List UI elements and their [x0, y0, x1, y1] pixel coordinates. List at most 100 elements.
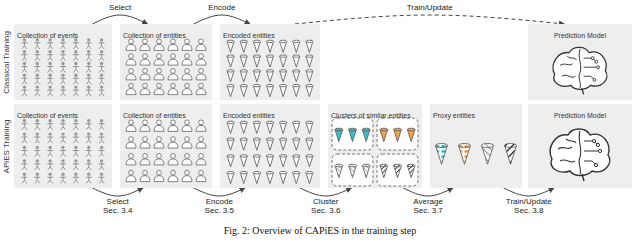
entity-head	[185, 120, 190, 125]
entity-cone	[253, 171, 260, 183]
event-head	[100, 38, 103, 41]
cone-body	[362, 130, 370, 142]
entity-cone	[306, 55, 313, 67]
cone-top	[436, 143, 448, 147]
entity-body	[140, 74, 150, 80]
entity-cone	[293, 40, 300, 52]
event-head	[74, 159, 77, 162]
entity-head	[143, 83, 148, 88]
cone-top	[482, 143, 494, 147]
entity-head	[199, 68, 204, 73]
cone-top	[293, 171, 300, 173]
panel-heading: Encoded entities	[220, 30, 278, 42]
cone-top	[306, 121, 313, 123]
event-head	[23, 146, 26, 149]
entity-body	[196, 74, 206, 80]
cone-body	[240, 139, 247, 150]
event-figure	[73, 176, 79, 183]
cone-top	[227, 55, 234, 57]
entity-cone	[253, 121, 260, 133]
event-head	[87, 159, 90, 162]
entity-body	[168, 176, 178, 182]
entity-head	[199, 153, 204, 158]
entity-body	[168, 44, 178, 50]
cone-top	[293, 138, 300, 140]
entity-cone	[280, 55, 287, 67]
cone-body	[349, 130, 357, 142]
entity-cone	[240, 40, 247, 52]
event-head	[23, 85, 26, 88]
event-head	[100, 50, 103, 53]
event-figure	[99, 89, 105, 96]
cone-body	[407, 130, 415, 142]
event-figure	[34, 42, 40, 49]
event-figure	[99, 136, 105, 143]
cone-body	[306, 173, 313, 184]
entity-body	[182, 159, 192, 165]
event-figure	[99, 150, 105, 157]
flow-arrow	[194, 15, 250, 24]
entity-cone	[267, 55, 274, 67]
circuit-node	[593, 78, 596, 81]
event-figure	[99, 123, 105, 130]
cone-top	[362, 164, 370, 167]
step-label: Train/Update	[407, 4, 453, 13]
event-head	[100, 146, 103, 149]
entity-body	[126, 59, 136, 65]
entity-cone	[436, 143, 448, 164]
stage-panel: Encoded entities	[220, 104, 320, 188]
cone-top	[267, 40, 274, 42]
entity-cone	[459, 143, 471, 164]
cone-body	[280, 122, 287, 133]
cone-top	[280, 155, 287, 157]
entity-cone	[227, 171, 234, 183]
cone-body	[267, 173, 274, 184]
cone-top	[280, 121, 287, 123]
entity-body	[168, 125, 178, 131]
cone-body	[349, 166, 357, 178]
entity-head	[171, 153, 176, 158]
event-figure	[34, 176, 40, 183]
entity-cone	[293, 155, 300, 167]
cone-top	[227, 138, 234, 140]
entity-cone	[227, 121, 234, 133]
event-head	[61, 50, 64, 53]
cone-top	[380, 164, 388, 167]
event-figure	[99, 42, 105, 49]
entity-cone	[227, 155, 234, 167]
cone-top	[267, 138, 274, 140]
cone-top	[240, 55, 247, 57]
entity-body	[126, 74, 136, 80]
entity-head	[199, 54, 204, 59]
cone-body	[293, 122, 300, 133]
cone-body	[505, 146, 517, 165]
cone-top	[394, 128, 402, 131]
entity-cone	[267, 121, 274, 133]
entity-body	[182, 142, 192, 148]
stage-panel: Proxy entities	[430, 104, 522, 188]
brain-circuit	[584, 141, 600, 165]
event-figure	[21, 54, 27, 61]
cone-body	[253, 122, 260, 133]
entity-head	[129, 170, 134, 175]
flow-arrow	[403, 188, 453, 196]
entity-cone	[240, 55, 247, 67]
entity-body	[140, 176, 150, 182]
event-figure	[47, 89, 53, 96]
cone-body	[267, 41, 274, 52]
entity-cone	[335, 128, 343, 141]
event-head	[100, 62, 103, 65]
cone-body	[293, 156, 300, 167]
entity-head	[157, 39, 162, 44]
entity-body	[182, 89, 192, 95]
stage-panel: Prediction Model	[528, 104, 632, 188]
event-head	[48, 85, 51, 88]
entity-cone	[362, 164, 370, 177]
row-label: Classical Training	[3, 31, 12, 94]
panel-heading: Prediction Model	[551, 30, 609, 42]
event-head	[36, 74, 39, 77]
cone-top	[280, 55, 287, 57]
cone-body	[306, 139, 313, 150]
cone-body	[459, 146, 471, 165]
event-figure	[86, 77, 92, 84]
